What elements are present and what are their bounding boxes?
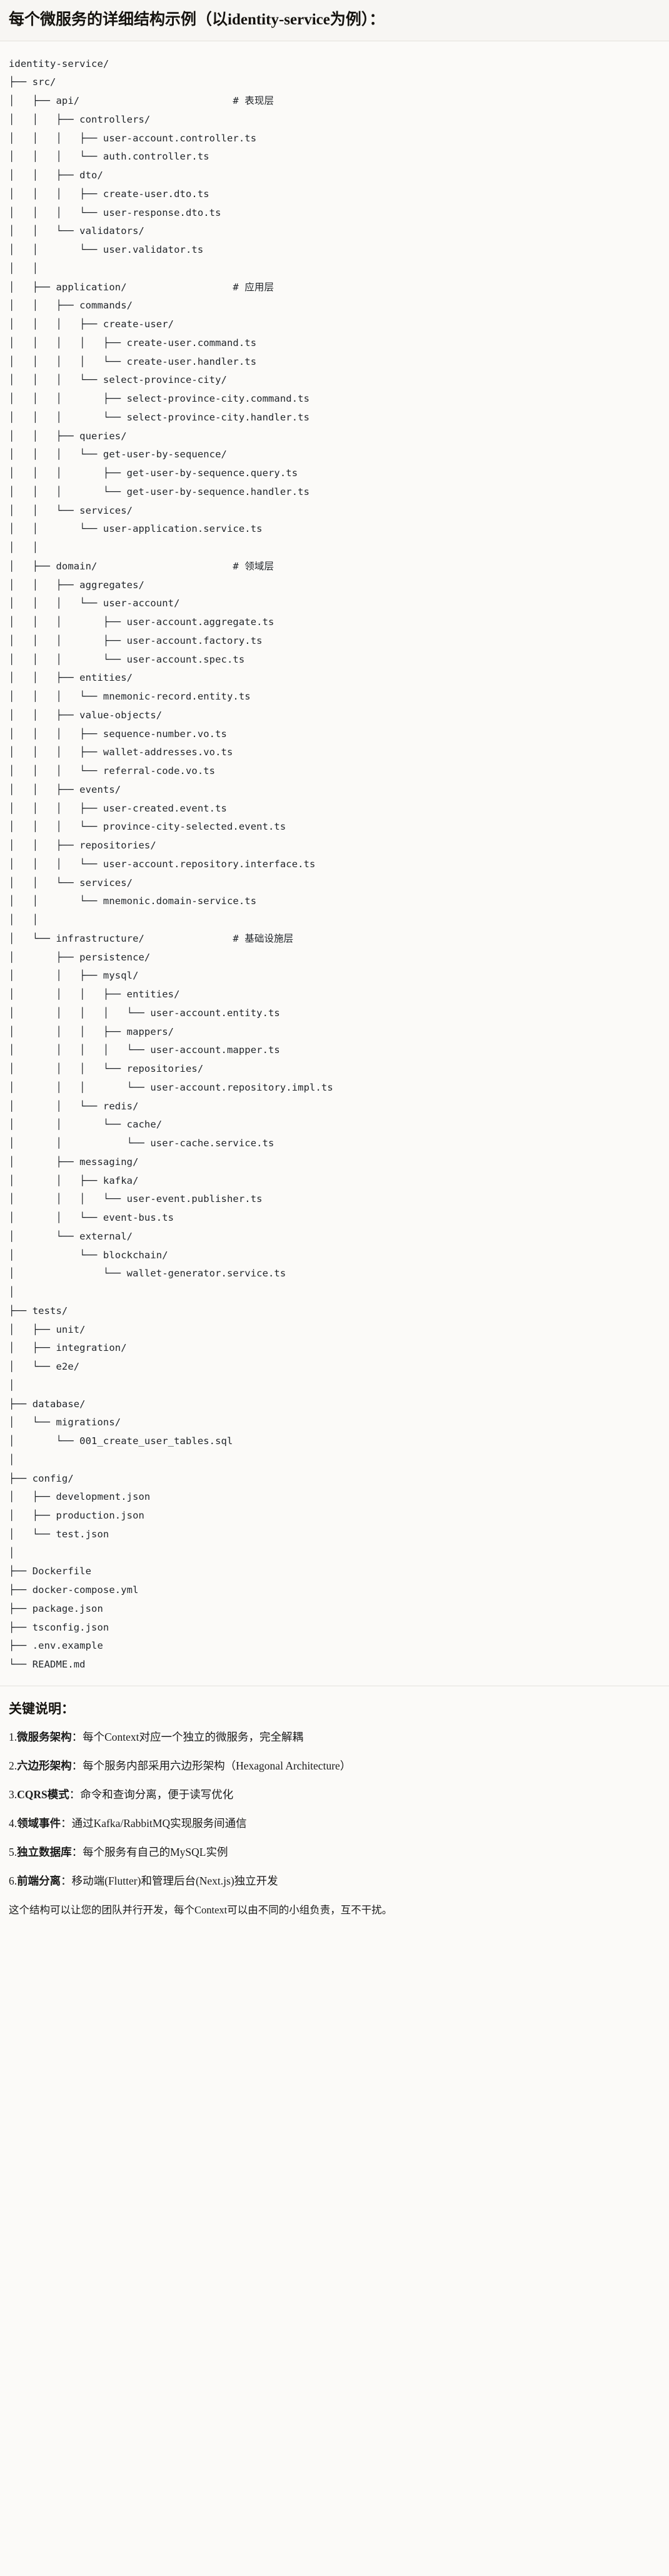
note-separator: ： [61, 1817, 72, 1830]
note-term: 微服务架构 [17, 1730, 72, 1743]
note-separator: ： [71, 1846, 83, 1859]
note-description: 每个Context对应一个独立的微服务，完全解耦 [83, 1730, 304, 1743]
key-notes-heading: 关键说明： [9, 1701, 74, 1716]
code-block-directory-tree: identity-service/ ├── src/ │ ├── api/ # … [0, 41, 669, 1686]
note-separator: ： [71, 1759, 83, 1772]
note-term: 六边形架构 [17, 1759, 72, 1772]
note-number: 5. [9, 1846, 18, 1859]
page-title: 每个微服务的详细结构示例（以identity-service为例）： [9, 11, 385, 28]
closing-paragraph: 这个结构可以让您的团队并行开发，每个Context可以由不同的小组负责，互不干扰… [9, 1903, 393, 1916]
note-description: 通过Kafka/RabbitMQ实现服务间通信 [71, 1817, 247, 1830]
note-term: 独立数据库 [17, 1846, 72, 1859]
note-description: 移动端(Flutter)和管理后台(Next.js)独立开发 [71, 1875, 278, 1888]
note-item: 4.领域事件：通过Kafka/RabbitMQ实现服务间通信 [9, 1815, 660, 1832]
note-description: 每个服务内部采用六边形架构（Hexagonal Architecture） [83, 1759, 351, 1772]
directory-tree: identity-service/ ├── src/ │ ├── api/ # … [9, 58, 333, 1671]
note-term: CQRS模式 [17, 1788, 69, 1801]
note-item: 6.前端分离：移动端(Flutter)和管理后台(Next.js)独立开发 [9, 1873, 660, 1890]
note-item: 2.六边形架构：每个服务内部采用六边形架构（Hexagonal Architec… [9, 1758, 660, 1774]
note-description: 命令和查询分离，便于读写优化 [80, 1788, 234, 1801]
note-number: 1. [9, 1730, 18, 1743]
note-separator: ： [61, 1875, 72, 1888]
note-term: 领域事件 [17, 1817, 61, 1830]
note-description: 每个服务有自己的MySQL实例 [83, 1846, 228, 1859]
note-item: 5.独立数据库：每个服务有自己的MySQL实例 [9, 1844, 660, 1861]
note-number: 6. [9, 1875, 18, 1888]
page-root: 每个微服务的详细结构示例（以identity-service为例）： ident… [0, 0, 669, 1935]
note-item: 3.CQRS模式：命令和查询分离，便于读写优化 [9, 1786, 660, 1803]
section-header: 每个微服务的详细结构示例（以identity-service为例）： [0, 0, 669, 41]
section-key-notes: 关键说明： 1.微服务架构：每个Context对应一个独立的微服务，完全解耦 2… [0, 1685, 669, 1935]
note-number: 4. [9, 1817, 18, 1830]
note-separator: ： [69, 1788, 81, 1801]
note-number: 2. [9, 1759, 18, 1772]
note-item: 1.微服务架构：每个Context对应一个独立的微服务，完全解耦 [9, 1729, 660, 1746]
note-separator: ： [71, 1730, 83, 1743]
note-number: 3. [9, 1788, 18, 1801]
note-term: 前端分离 [17, 1875, 61, 1888]
